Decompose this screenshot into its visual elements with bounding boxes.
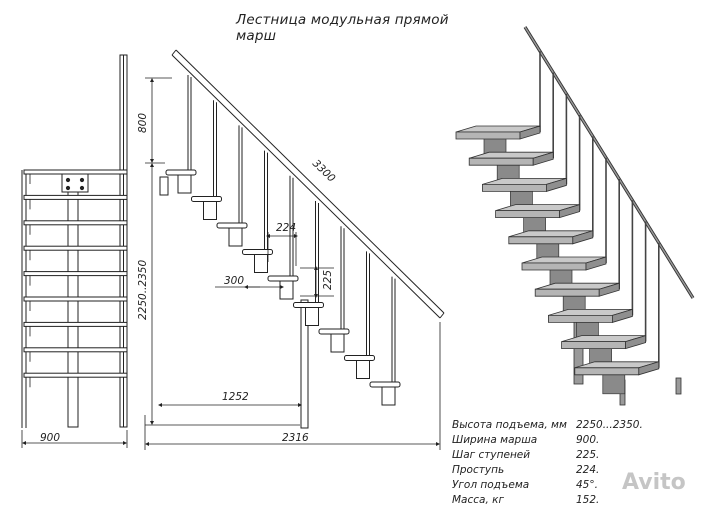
side-tread (191, 196, 222, 202)
isometric-steps (455, 51, 660, 395)
front-tread (23, 372, 128, 378)
front-tread (23, 245, 128, 251)
front-tread (23, 321, 128, 327)
spec-label: Проступь (452, 464, 505, 476)
spec-value: 225. (576, 449, 600, 461)
iso-module (602, 373, 626, 395)
iso-tread-front (468, 157, 534, 166)
side-module (254, 254, 268, 273)
spec-value: 2250...2350. (576, 419, 643, 431)
railing-height-label: 800 (137, 113, 149, 133)
front-tread (23, 296, 128, 302)
front-tread (23, 271, 128, 277)
iso-tread-side (572, 230, 594, 245)
spec-row: Ширина марша 900. (452, 433, 642, 448)
side-tread (344, 355, 375, 361)
width-dim-label: 900 (40, 432, 60, 444)
spec-value: 224. (576, 464, 600, 476)
side-top-cap (159, 176, 169, 196)
side-module (356, 360, 370, 379)
iso-tread-side (638, 361, 660, 376)
step-rise-dim (300, 266, 334, 298)
iso-tread-front (521, 262, 587, 271)
iso-tread-side (585, 256, 607, 271)
iso-tread-side (546, 177, 567, 192)
side-module (203, 201, 217, 220)
iso-tread-front (495, 210, 560, 219)
front-tread (23, 220, 128, 226)
total-length-dim (144, 322, 441, 450)
iso-tread-front (574, 367, 640, 376)
spec-row: Масса, кг 152. (452, 493, 642, 508)
spec-table: Высота подъема, мм 2250...2350. Ширина ма… (452, 418, 643, 508)
spec-value: 900. (576, 434, 600, 446)
front-view (21, 54, 128, 428)
spec-row: Проступь 224. (452, 463, 642, 478)
iso-tread-front (508, 236, 574, 245)
side-view (171, 49, 445, 429)
iso-tread-side (598, 282, 620, 297)
watermark-logo: Avito (622, 470, 686, 495)
front-tread (23, 194, 128, 200)
iso-tread-front (481, 183, 547, 192)
iso-tread-front (534, 288, 600, 297)
side-tread (318, 328, 350, 335)
spec-row: Высота подъема, мм 2250...2350. (452, 418, 643, 433)
spec-row: Шаг ступеней 225. (452, 448, 642, 463)
side-tread (216, 222, 248, 229)
front-tread (23, 169, 128, 175)
step-rise-label: 225 (322, 270, 334, 290)
spec-label: Шаг ступеней (452, 449, 531, 461)
spec-value: 45°. (576, 479, 598, 491)
iso-tread-side (532, 151, 554, 166)
step-pitch-label: 300 (224, 275, 244, 287)
iso-tread-side (559, 204, 580, 219)
page-title: Лестница модульная прямой марш (236, 12, 449, 44)
side-module (330, 333, 345, 353)
iso-tread-side (612, 308, 633, 323)
spec-label: Масса, кг (452, 494, 505, 506)
spec-label: Ширина марша (452, 434, 538, 446)
total-length-label: 2316 (282, 432, 309, 444)
side-tread (293, 302, 324, 308)
spec-label: Высота подъема, мм (452, 419, 567, 431)
tread-depth-dim (266, 232, 298, 266)
iso-tread-front (561, 341, 626, 350)
front-tread (23, 347, 128, 353)
side-module (228, 227, 243, 247)
side-module (279, 280, 294, 300)
iso-tread-front (455, 131, 521, 140)
side-module (177, 174, 192, 194)
side-module (305, 307, 319, 326)
spec-row: Угол подъема 45°. (452, 478, 642, 493)
side-module (381, 386, 396, 406)
side-tread (165, 169, 197, 176)
side-tread (267, 275, 299, 282)
horizontal-run-label: 1252 (222, 391, 249, 403)
total-height-label: 2250..2350 (137, 260, 149, 320)
iso-tread-side (519, 125, 541, 140)
spec-label: Угол подъема (452, 479, 530, 491)
iso-tread-front (548, 314, 613, 323)
width-dimension (21, 430, 128, 448)
height-dimensions (145, 77, 300, 426)
side-tread (369, 381, 401, 388)
rail-length-label: 3300 (310, 158, 338, 185)
tread-depth-label: 224 (276, 222, 296, 234)
front-treads (23, 169, 128, 388)
spec-value: 152. (576, 494, 600, 506)
iso-tread-side (625, 335, 646, 350)
side-steps (159, 75, 401, 406)
